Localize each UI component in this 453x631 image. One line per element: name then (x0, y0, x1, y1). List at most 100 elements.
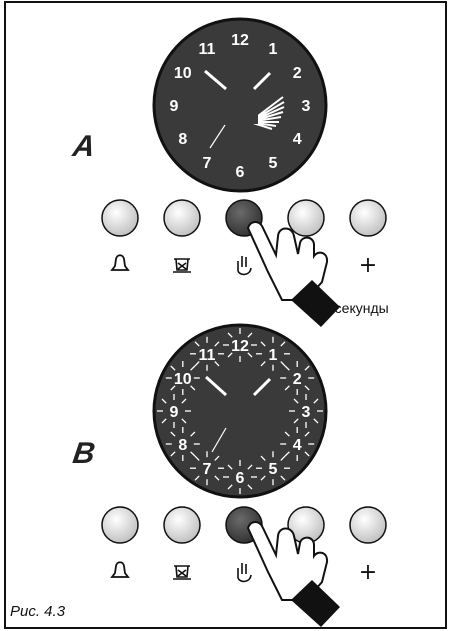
flash-ray (161, 398, 167, 404)
flash-ray (214, 455, 220, 461)
flash-ray (181, 418, 187, 424)
minute-hand (252, 377, 272, 397)
flash-ray (247, 332, 253, 338)
hand-icon (237, 563, 252, 583)
pot-icon (173, 258, 191, 273)
flash-ray (227, 484, 233, 490)
clock-numeral: 4 (293, 437, 302, 454)
pressing-hand-icon (246, 521, 340, 627)
clock-numeral: 1 (269, 41, 278, 58)
flash-ray (304, 451, 310, 457)
cook-time-button[interactable] (163, 506, 201, 544)
flash-ray (247, 352, 253, 358)
hand-icon (237, 256, 252, 276)
dial-face (152, 17, 328, 193)
flash-ray (313, 398, 319, 404)
plus-button[interactable] (349, 199, 387, 237)
clock-numeral: 10 (174, 371, 192, 388)
flash-ray (170, 431, 176, 437)
clock-numeral: 3 (302, 98, 311, 115)
flash-ray (190, 431, 196, 437)
second-hand (209, 124, 226, 149)
clock-numeral: 4 (293, 131, 302, 148)
clock-numeral: 5 (269, 461, 278, 478)
button-row-a (101, 199, 387, 237)
flash-ray (190, 451, 196, 457)
flash-ray (304, 385, 310, 391)
flash-ray (194, 361, 200, 367)
clock-numeral: 2 (293, 371, 302, 388)
flash-ray (260, 341, 266, 347)
flash-ray (260, 475, 266, 481)
bell-button[interactable] (101, 199, 139, 237)
flash-ray (190, 385, 196, 391)
flash-ray (170, 385, 176, 391)
clock-numeral: 11 (199, 41, 216, 58)
pressing-hand-icon (246, 221, 340, 327)
clock-numeral: 8 (178, 437, 187, 454)
flash-ray (313, 418, 319, 424)
flash-ray (293, 418, 299, 424)
flash-ray (247, 484, 253, 490)
flash-ray (227, 352, 233, 358)
flash-ray (280, 455, 286, 461)
flash-ray (280, 341, 286, 347)
figure-caption: Рис. 4.3 (10, 603, 66, 620)
segment-indicator-icon (249, 96, 285, 130)
flash-ray (260, 361, 266, 367)
plus-label: + (359, 560, 377, 585)
clock-numeral: 6 (236, 470, 245, 487)
flash-ray (214, 341, 220, 347)
flash-ray (214, 475, 220, 481)
hold-duration-note: 2 секунды (323, 300, 389, 316)
flash-ray (214, 361, 220, 367)
flash-ray (194, 341, 200, 347)
pot-icon (173, 565, 191, 580)
plus-symbol: + (359, 560, 377, 585)
flash-ray (284, 451, 290, 457)
clock-numeral: 6 (236, 164, 245, 181)
clock-numeral: 12 (231, 32, 249, 49)
hour-hand (204, 375, 228, 397)
clock-numeral: 7 (203, 155, 212, 172)
bell-icon (110, 561, 130, 578)
minus-button[interactable] (287, 199, 325, 237)
clock-numeral: 2 (293, 65, 302, 82)
flash-ray (170, 365, 176, 371)
plus-label: + (359, 253, 377, 278)
dial-face (152, 323, 328, 499)
flash-ray (227, 464, 233, 470)
clock-numeral: 12 (231, 338, 249, 355)
flash-ray (181, 398, 187, 404)
plus-button[interactable] (349, 506, 387, 544)
panel-label-a: A (70, 130, 98, 163)
minute-hand (252, 71, 272, 91)
clock-numeral: 1 (269, 347, 278, 364)
clock-numeral: 8 (178, 131, 187, 148)
flash-ray (227, 332, 233, 338)
flash-ray (280, 361, 286, 367)
clock-numeral: 11 (199, 347, 216, 364)
flash-ray (190, 365, 196, 371)
flash-ray (247, 464, 253, 470)
figure-frame (4, 1, 447, 629)
flash-marks (157, 328, 323, 494)
flash-ray (280, 475, 286, 481)
button-symbols-a: −+ (110, 253, 377, 278)
flash-ray (170, 451, 176, 457)
clock-numeral: 7 (203, 461, 212, 478)
flash-ray (194, 475, 200, 481)
clock-numeral: 5 (269, 155, 278, 172)
flash-ray (161, 418, 167, 424)
flash-ray (304, 365, 310, 371)
clock-numeral: 10 (174, 65, 192, 82)
flash-ray (284, 385, 290, 391)
hour-hand (204, 69, 227, 91)
bell-button[interactable] (101, 506, 139, 544)
cook-time-button[interactable] (163, 199, 201, 237)
